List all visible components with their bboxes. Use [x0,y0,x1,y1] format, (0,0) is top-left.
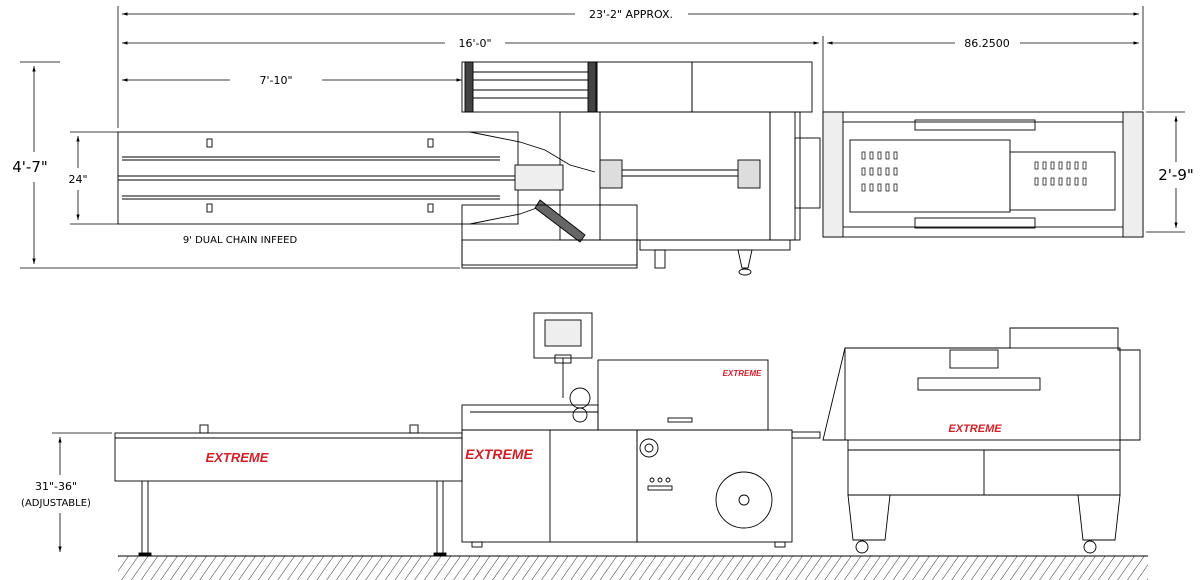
brand-logo-wrapper-top: EXTREME [723,369,762,378]
tunnel-vent-slots [861,151,1087,192]
dim-infeed-width: 24" [68,173,87,186]
dim-infeed-height-note: (ADJUSTABLE) [21,498,91,509]
brand-logo-tunnel: EXTREME [948,423,1002,435]
side-infeed-conveyor [114,424,463,557]
brand-logos: EXTREME EXTREME EXTREME EXTREME [206,369,1003,465]
plan-shrink-tunnel [822,111,1144,238]
dimension-text: 23'-2" APPROX. 16'-0" 86.2500 7'-10" 4'-… [12,8,1194,509]
plan-wrapper-head [461,61,821,276]
ground-hatch [118,556,1148,580]
plan-view [117,61,1144,276]
dim-wrapper-length: 16'-0" [458,37,491,50]
dim-tunnel-width: 2'-9" [1158,166,1194,184]
brand-logo-infeed: EXTREME [206,450,269,465]
infeed-caption: 9' DUAL CHAIN INFEED [183,235,298,246]
dimension-lines [20,6,1185,552]
brand-logo-wrapper: EXTREME [465,446,533,462]
dim-tunnel-length: 86.2500 [964,37,1010,50]
dim-infeed-height: 31"-36" [35,480,77,493]
side-wrapper [461,312,821,548]
dim-overall-length: 23'-2" APPROX. [589,8,673,21]
side-view [114,312,1148,580]
side-shrink-tunnel [822,327,1141,554]
dim-overall-width: 4'-7" [12,158,48,176]
dim-infeed-to-head: 7'-10" [259,74,292,87]
